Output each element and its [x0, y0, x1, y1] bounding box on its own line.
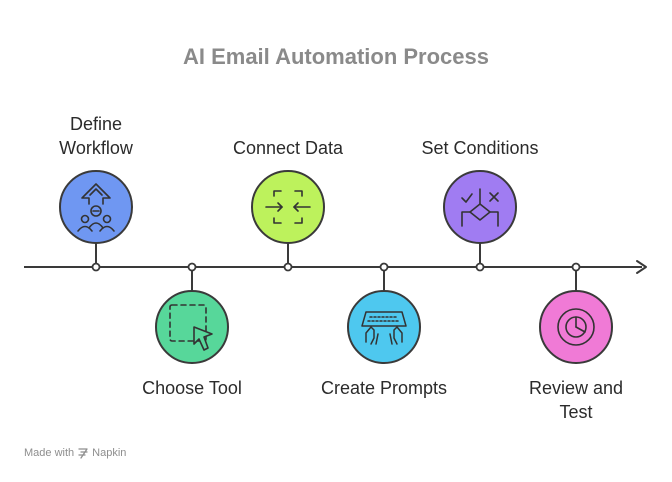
timeline-dot	[283, 262, 293, 272]
step-create-prompts-node	[347, 290, 421, 364]
step-label-review-test: Review and Test	[528, 378, 624, 422]
step-label-connect-data: Connect Data	[232, 138, 344, 158]
workflow-tree-icon	[77, 183, 115, 232]
made-with-text: Made with	[24, 447, 75, 459]
step-label-define-workflow: Define Workflow	[59, 114, 133, 158]
connect-arrows-icon	[265, 190, 311, 224]
step-label-choose-tool: Choose Tool	[142, 378, 242, 398]
timeline-dot	[187, 262, 197, 272]
cursor-select-icon	[169, 304, 213, 351]
step-set-conditions-node	[443, 170, 517, 244]
timeline-arrowhead	[636, 260, 647, 274]
napkin-brand-text: Napkin	[92, 447, 127, 459]
step-label-set-conditions: Set Conditions	[421, 138, 539, 158]
step-circle	[347, 290, 421, 364]
timeline-dot	[379, 262, 389, 272]
step-choose-tool-node	[155, 290, 229, 364]
step-circle	[59, 170, 133, 244]
made-with-footer: Made with Napkin	[24, 447, 126, 459]
page-title: AI Email Automation Process	[182, 44, 490, 69]
keyboard-hands-icon	[361, 311, 407, 345]
step-define-workflow-node	[59, 170, 133, 244]
step-connect-data-node	[251, 170, 325, 244]
timeline-dot	[571, 262, 581, 272]
step-circle	[251, 170, 325, 244]
step-review-test-node	[539, 290, 613, 364]
pie-chart-icon	[557, 308, 595, 346]
decision-icon	[461, 188, 499, 227]
timeline-dot	[91, 262, 101, 272]
napkin-logo-icon	[77, 447, 89, 459]
step-circle	[155, 290, 229, 364]
step-label-create-prompts: Create Prompts	[320, 378, 448, 398]
timeline-dot	[475, 262, 485, 272]
step-circle	[443, 170, 517, 244]
